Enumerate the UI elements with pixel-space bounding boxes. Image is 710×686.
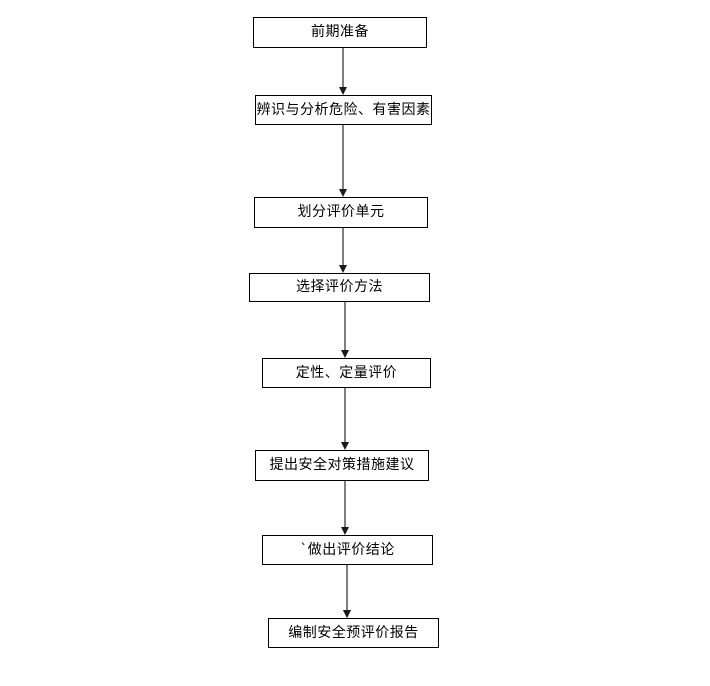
flow-node-label: 提出安全对策措施建议 <box>269 457 415 473</box>
flow-node-label: 辨识与分析危险、有害因素 <box>256 101 431 118</box>
connector-line <box>342 125 344 190</box>
flow-node-n5: 定性、定量评价 <box>262 358 431 388</box>
arrowhead-down-icon <box>339 189 347 197</box>
connector-line <box>346 565 348 611</box>
flow-node-label: 编制安全预评价报告 <box>288 624 419 641</box>
connector-line <box>342 48 344 88</box>
flow-node-label: 定性、定量评价 <box>295 364 398 381</box>
flow-node-label: `做出评价结论 <box>300 541 395 558</box>
flow-node-n3: 划分评价单元 <box>254 197 428 228</box>
arrowhead-down-icon <box>343 610 351 618</box>
arrowhead-down-icon <box>339 87 347 95</box>
flow-node-n4: 选择评价方法 <box>249 273 430 302</box>
connector-line <box>344 302 346 351</box>
flow-node-label: 划分评价单元 <box>297 204 385 220</box>
flow-node-n2: 辨识与分析危险、有害因素 <box>255 95 432 125</box>
arrowhead-down-icon <box>339 265 347 273</box>
flow-node-label: 选择评价方法 <box>296 279 383 295</box>
flow-node-n8: 编制安全预评价报告 <box>268 618 439 648</box>
connector-line <box>344 388 346 443</box>
flow-node-n7: `做出评价结论 <box>262 535 433 565</box>
flow-node-n1: 前期准备 <box>253 17 427 48</box>
flow-node-label: 前期准备 <box>311 24 369 40</box>
arrowhead-down-icon <box>341 442 349 450</box>
connector-line <box>346 608 348 611</box>
connector-line <box>342 228 344 266</box>
arrowhead-down-icon <box>341 350 349 358</box>
arrowhead-down-icon <box>341 527 349 535</box>
connector-line <box>344 481 346 528</box>
flow-node-n6: 提出安全对策措施建议 <box>255 450 429 481</box>
